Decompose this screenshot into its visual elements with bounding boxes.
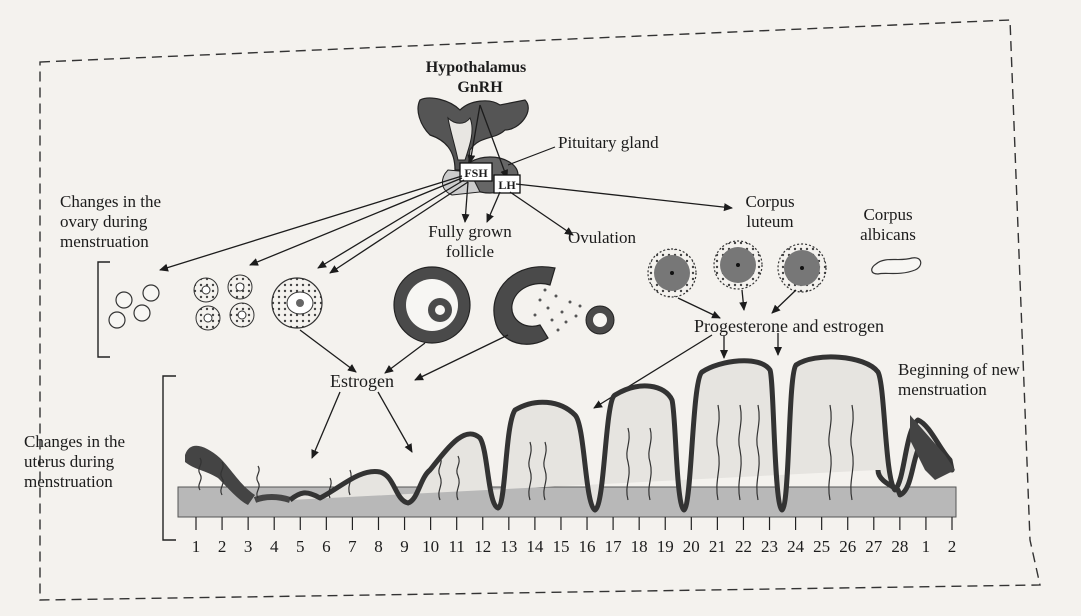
hormone-arrows bbox=[299, 289, 797, 459]
day-label: 28 bbox=[891, 537, 908, 556]
day-label: 4 bbox=[270, 537, 279, 556]
uterus-heading: Changes in the uterus during menstruatio… bbox=[24, 432, 126, 491]
day-label: 14 bbox=[526, 537, 544, 556]
day-label: 21 bbox=[709, 537, 726, 556]
day-label: 18 bbox=[631, 537, 648, 556]
day-label: 19 bbox=[657, 537, 674, 556]
hypothalamus-title: Hypothalamus bbox=[426, 59, 526, 76]
dashed-frame bbox=[39, 19, 1041, 601]
uterine-lining bbox=[177, 354, 957, 518]
new-menstruation-label: Beginning of new menstruation bbox=[898, 360, 1020, 399]
estrogen-label: Estrogen bbox=[330, 371, 394, 391]
day-label: 22 bbox=[735, 537, 752, 556]
corpus-albicans-shape bbox=[871, 257, 922, 275]
lh-label: LH bbox=[498, 178, 516, 192]
day-label: 7 bbox=[348, 537, 357, 556]
corpus-albicans-label: Corpus albicans bbox=[860, 205, 916, 244]
primordial-follicles bbox=[108, 284, 160, 329]
day-label: 1 bbox=[192, 537, 201, 556]
corpus-luteum-label: Corpus luteum bbox=[745, 192, 795, 231]
fully-grown-follicle-label: Fully grown follicle bbox=[428, 222, 512, 261]
pituitary-gland-label: Pituitary gland bbox=[558, 133, 659, 152]
day-label: 6 bbox=[322, 537, 331, 556]
day-label: 17 bbox=[605, 537, 623, 556]
day-label: 13 bbox=[500, 537, 517, 556]
corpus-luteum-stages bbox=[647, 240, 827, 298]
ovulation-label: Ovulation bbox=[568, 228, 636, 247]
primary-follicles bbox=[193, 274, 255, 331]
fully-grown-follicle bbox=[393, 266, 471, 344]
day-label: 24 bbox=[787, 537, 805, 556]
uterus-bracket bbox=[162, 375, 176, 541]
day-label: 27 bbox=[865, 537, 883, 556]
day-label: 25 bbox=[813, 537, 830, 556]
day-label: 16 bbox=[579, 537, 596, 556]
gnrh-label: GnRH bbox=[457, 79, 503, 96]
day-label: 26 bbox=[839, 537, 856, 556]
day-label: 20 bbox=[683, 537, 700, 556]
day-label: 23 bbox=[761, 537, 778, 556]
ovary-bracket bbox=[97, 261, 110, 358]
day-label: 12 bbox=[474, 537, 491, 556]
fsh-box bbox=[459, 162, 493, 182]
fsh-label: FSH bbox=[464, 166, 488, 180]
day-label: 11 bbox=[449, 537, 465, 556]
day-label: 10 bbox=[422, 537, 439, 556]
day-label: 8 bbox=[374, 537, 383, 556]
secondary-follicle bbox=[271, 277, 323, 329]
ovulating-follicle bbox=[493, 266, 615, 345]
day-label: 15 bbox=[552, 537, 569, 556]
day-label: 1 bbox=[922, 537, 931, 556]
day-label: 5 bbox=[296, 537, 305, 556]
ovary-heading: Changes in the ovary during menstruation bbox=[60, 192, 162, 251]
progesterone-estrogen-label: Progesterone and estrogen bbox=[694, 316, 884, 336]
day-label: 2 bbox=[948, 537, 957, 556]
day-label: 9 bbox=[400, 537, 409, 556]
day-label: 3 bbox=[244, 537, 253, 556]
day-label: 2 bbox=[218, 537, 227, 556]
pituitary-arrows bbox=[159, 175, 733, 274]
